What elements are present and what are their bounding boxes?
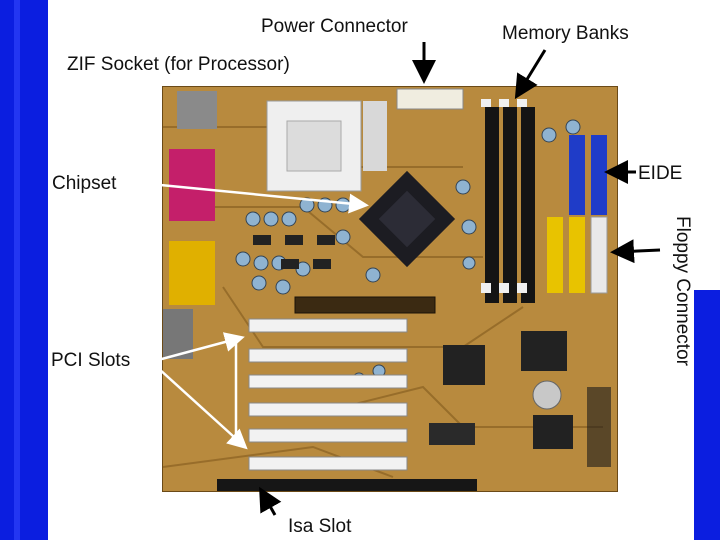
label-power-connector: Power Connector <box>261 17 408 36</box>
motherboard-illustration <box>163 87 618 492</box>
floppy-connector-block <box>591 217 607 293</box>
isa-slot <box>217 479 477 492</box>
power-connector-block <box>397 89 463 109</box>
label-eide: EIDE <box>638 164 682 183</box>
left-frame-stripe <box>14 0 20 540</box>
eide-connector-1 <box>569 135 585 215</box>
serial-port-magenta <box>169 149 215 221</box>
agp-slot <box>295 297 435 313</box>
left-blue-frame <box>0 0 48 540</box>
right-blue-frame <box>694 290 720 540</box>
memory-banks <box>481 99 535 303</box>
cmos-battery <box>533 381 561 409</box>
io-chip-3 <box>533 415 573 449</box>
arrow-isa-slot <box>262 492 275 515</box>
label-isa-slot: Isa Slot <box>288 517 351 536</box>
audio-ports <box>163 309 193 359</box>
parallel-port-yellow <box>169 241 215 305</box>
chipset-chip <box>359 171 455 267</box>
label-memory-banks: Memory Banks <box>502 24 629 43</box>
label-floppy-connector: Floppy Connector <box>673 216 692 366</box>
motherboard-image <box>162 86 618 492</box>
socket-lever <box>363 101 387 171</box>
io-chip-2 <box>521 331 567 371</box>
arrow-floppy <box>616 250 660 252</box>
ide-connector-yellow-2 <box>569 217 585 293</box>
label-zif-socket: ZIF Socket (for Processor) <box>67 55 290 74</box>
io-chip-1 <box>443 345 485 385</box>
rear-usb-ports <box>177 91 217 129</box>
pci-slots <box>249 319 407 470</box>
label-chipset: Chipset <box>52 174 116 193</box>
eide-connector-2 <box>591 135 607 215</box>
bios-chip <box>429 423 475 445</box>
front-panel-header <box>587 387 611 467</box>
label-pci-slots: PCI Slots <box>51 351 130 370</box>
ide-connector-yellow-1 <box>547 217 563 293</box>
